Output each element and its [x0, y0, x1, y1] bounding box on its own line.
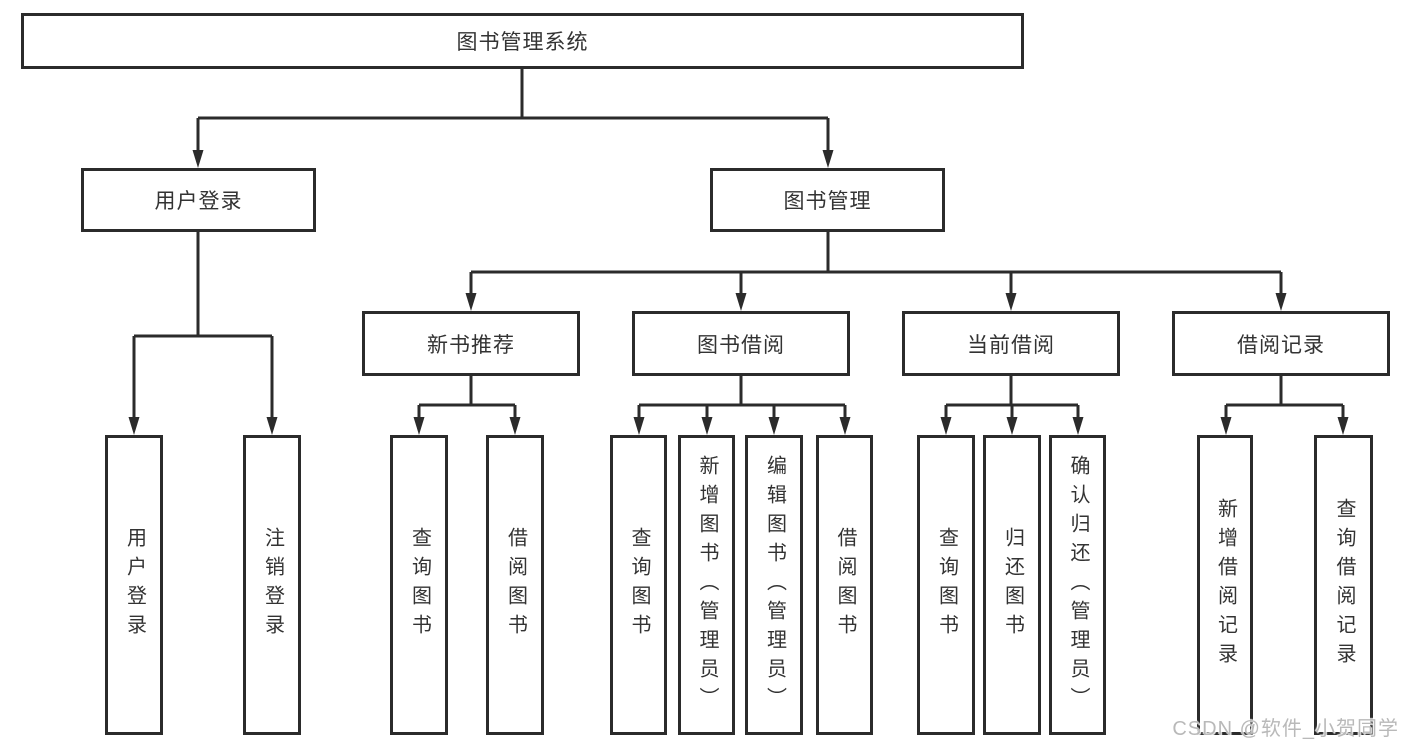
leaf-logout-label: 注销登录	[261, 527, 284, 643]
leaf-query-book-3: 查询图书	[917, 435, 975, 735]
leaf-query-book-1: 查询图书	[390, 435, 448, 735]
leaf-add-book-admin: 新增图书（管理员）	[678, 435, 735, 735]
node-book-management-label: 图书管理	[783, 190, 872, 213]
connector-root-to-level2	[192, 69, 834, 168]
leaf-query-book-2-label: 查询图书	[628, 527, 650, 643]
node-current-borrow-label: 当前借阅	[967, 333, 1055, 357]
connector-book-borrow-children	[633, 376, 851, 435]
node-root: 图书管理系统	[21, 13, 1024, 69]
csdn-watermark: CSDN @软件_小贺同学	[1172, 718, 1399, 740]
leaf-user-login-label: 用户登录	[123, 527, 146, 643]
connector-user-login-children	[128, 232, 278, 435]
node-current-borrow: 当前借阅	[902, 311, 1120, 376]
connector-new-book-children	[413, 376, 521, 435]
leaf-query-book-3-label: 查询图书	[935, 527, 958, 643]
leaf-edit-book-admin: 编辑图书（管理员）	[745, 435, 803, 735]
connector-current-borrow-children	[940, 376, 1084, 435]
node-book-borrow: 图书借阅	[632, 311, 850, 376]
leaf-borrow-book-1-label: 借阅图书	[504, 527, 527, 643]
connector-book-mgmt-children	[465, 232, 1287, 311]
node-new-book-recommend-label: 新书推荐	[427, 333, 515, 357]
leaf-borrow-book-2-label: 借阅图书	[834, 527, 856, 643]
node-book-management: 图书管理	[710, 168, 945, 232]
leaf-confirm-return-admin-label: 确认归还（管理员）	[1067, 454, 1089, 716]
node-book-borrow-label: 图书借阅	[697, 333, 785, 357]
leaf-user-login: 用户登录	[105, 435, 163, 735]
leaf-add-borrow-record-label: 新增借阅记录	[1214, 498, 1237, 672]
node-user-login: 用户登录	[81, 168, 316, 232]
leaf-borrow-book-1: 借阅图书	[486, 435, 544, 735]
node-new-book-recommend: 新书推荐	[362, 311, 580, 376]
leaf-confirm-return-admin: 确认归还（管理员）	[1049, 435, 1106, 735]
leaf-query-book-2: 查询图书	[610, 435, 667, 735]
leaf-return-book-label: 归还图书	[1001, 527, 1024, 643]
connector-borrow-records-children	[1220, 376, 1349, 435]
leaf-edit-book-admin-label: 编辑图书（管理员）	[763, 454, 786, 716]
leaf-return-book: 归还图书	[983, 435, 1041, 735]
node-user-login-label: 用户登录	[154, 190, 243, 213]
leaf-query-book-1-label: 查询图书	[408, 527, 431, 643]
leaf-query-borrow-record-label: 查询借阅记录	[1333, 498, 1355, 672]
node-root-label: 图书管理系统	[456, 31, 589, 54]
leaf-add-borrow-record: 新增借阅记录	[1197, 435, 1253, 735]
leaf-add-book-admin-label: 新增图书（管理员）	[696, 454, 718, 716]
node-borrow-records-label: 借阅记录	[1237, 333, 1325, 357]
leaf-query-borrow-record: 查询借阅记录	[1314, 435, 1373, 735]
leaf-borrow-book-2: 借阅图书	[816, 435, 873, 735]
node-borrow-records: 借阅记录	[1172, 311, 1390, 376]
leaf-logout: 注销登录	[243, 435, 301, 735]
